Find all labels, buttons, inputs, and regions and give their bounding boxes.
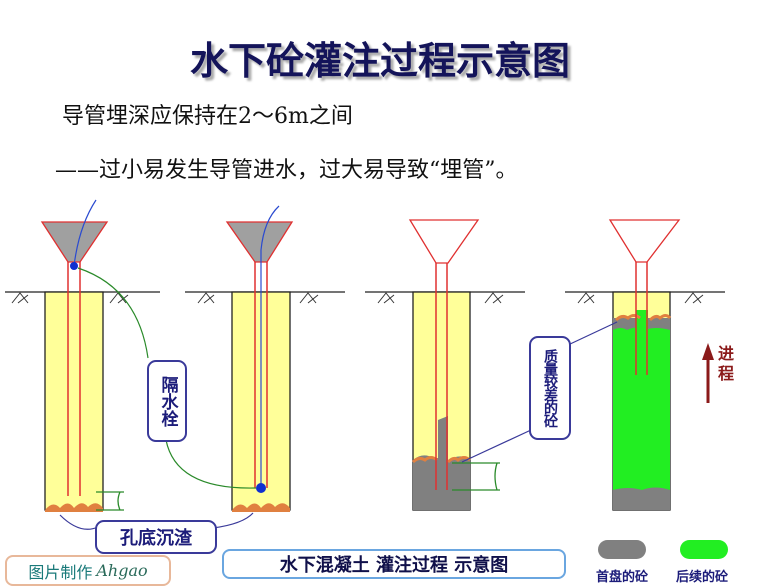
plug-wire <box>73 199 97 267</box>
credit-box: 图片制作 Ahgao <box>5 555 171 586</box>
funnel <box>40 221 109 263</box>
sediment <box>232 503 290 512</box>
page-title: 水下砼灌注过程示意图 <box>189 38 570 83</box>
poor-concrete-leader <box>461 321 618 463</box>
borehole-stage-3 <box>408 219 500 511</box>
progress-arrow-icon <box>702 343 714 403</box>
legend-label-first: 首盘的砼 <box>596 570 649 585</box>
funnel <box>608 219 681 263</box>
borehole-stage-2 <box>225 205 294 512</box>
sediment <box>45 503 103 512</box>
sediment-leader <box>59 512 254 530</box>
sediment-label: 孔底沉渣 <box>95 520 217 554</box>
legend-swatch-green <box>680 540 728 559</box>
credit-prefix: 图片制作 <box>28 562 93 582</box>
legend-label-subsequent: 后续的砼 <box>676 570 729 585</box>
soil-hatch-marks <box>11 292 704 304</box>
borehole-stage-1 <box>40 199 124 512</box>
plug-leader <box>77 267 257 489</box>
embed-depth-warning: ——过小易发生导管进水，过大易导致“埋管”。 <box>55 158 518 183</box>
plug-ball <box>70 262 78 270</box>
legend-swatch-gray <box>598 540 646 559</box>
credit-signature: Ahgao <box>96 561 148 580</box>
plug-wire <box>260 205 280 488</box>
borehole-stage-4 <box>608 219 681 511</box>
poor-concrete-label: 质量较差的砼 <box>529 336 571 440</box>
plug-ball <box>256 483 266 493</box>
diagram-caption: 水下混凝土 灌注过程 示意图 <box>222 549 566 579</box>
funnel <box>408 219 480 264</box>
legend-subsequent <box>680 540 728 559</box>
progress-label: 进程 <box>718 344 735 383</box>
plug-label: 隔水栓 <box>147 360 187 442</box>
funnel <box>225 221 294 263</box>
legend-first-batch <box>598 540 646 559</box>
embed-depth-note: 导管埋深应保持在2～6m之间 <box>62 104 353 129</box>
